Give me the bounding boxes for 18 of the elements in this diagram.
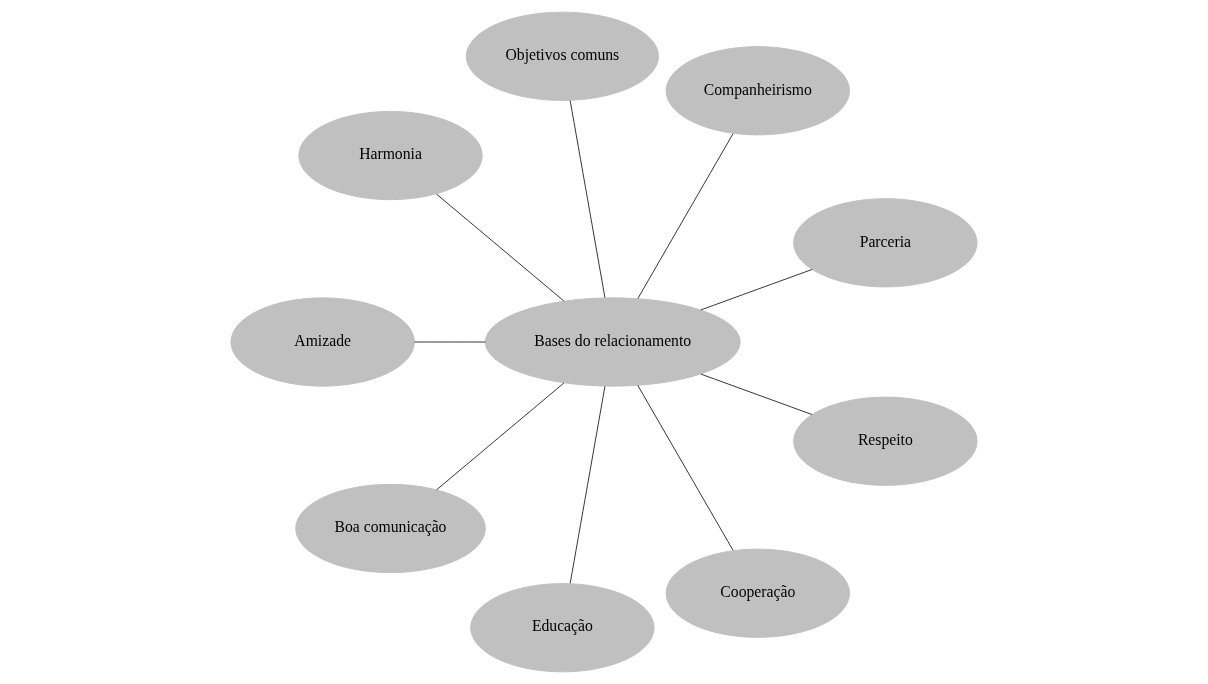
node-ellipse: Cooperação [665, 548, 850, 638]
node-ellipse: Respeito [793, 396, 978, 486]
connector [637, 385, 734, 551]
connector [700, 268, 813, 311]
node-ellipse: Educação [470, 583, 655, 673]
node-ellipse: Companheirismo [665, 46, 850, 136]
connector [700, 373, 813, 416]
node-ellipse: Bases do relacionamento [484, 297, 741, 387]
node-ellipse: Amizade [230, 297, 415, 387]
connector [569, 100, 606, 299]
connector [436, 382, 565, 491]
connector [436, 193, 565, 302]
node-ellipse: Harmonia [298, 110, 483, 201]
connector [637, 133, 734, 299]
node-ellipse: Parceria [793, 198, 978, 288]
node-ellipse: Objetivos comuns [465, 11, 659, 101]
node-ellipse: Boa comunicação [295, 483, 486, 574]
connector [569, 385, 606, 584]
